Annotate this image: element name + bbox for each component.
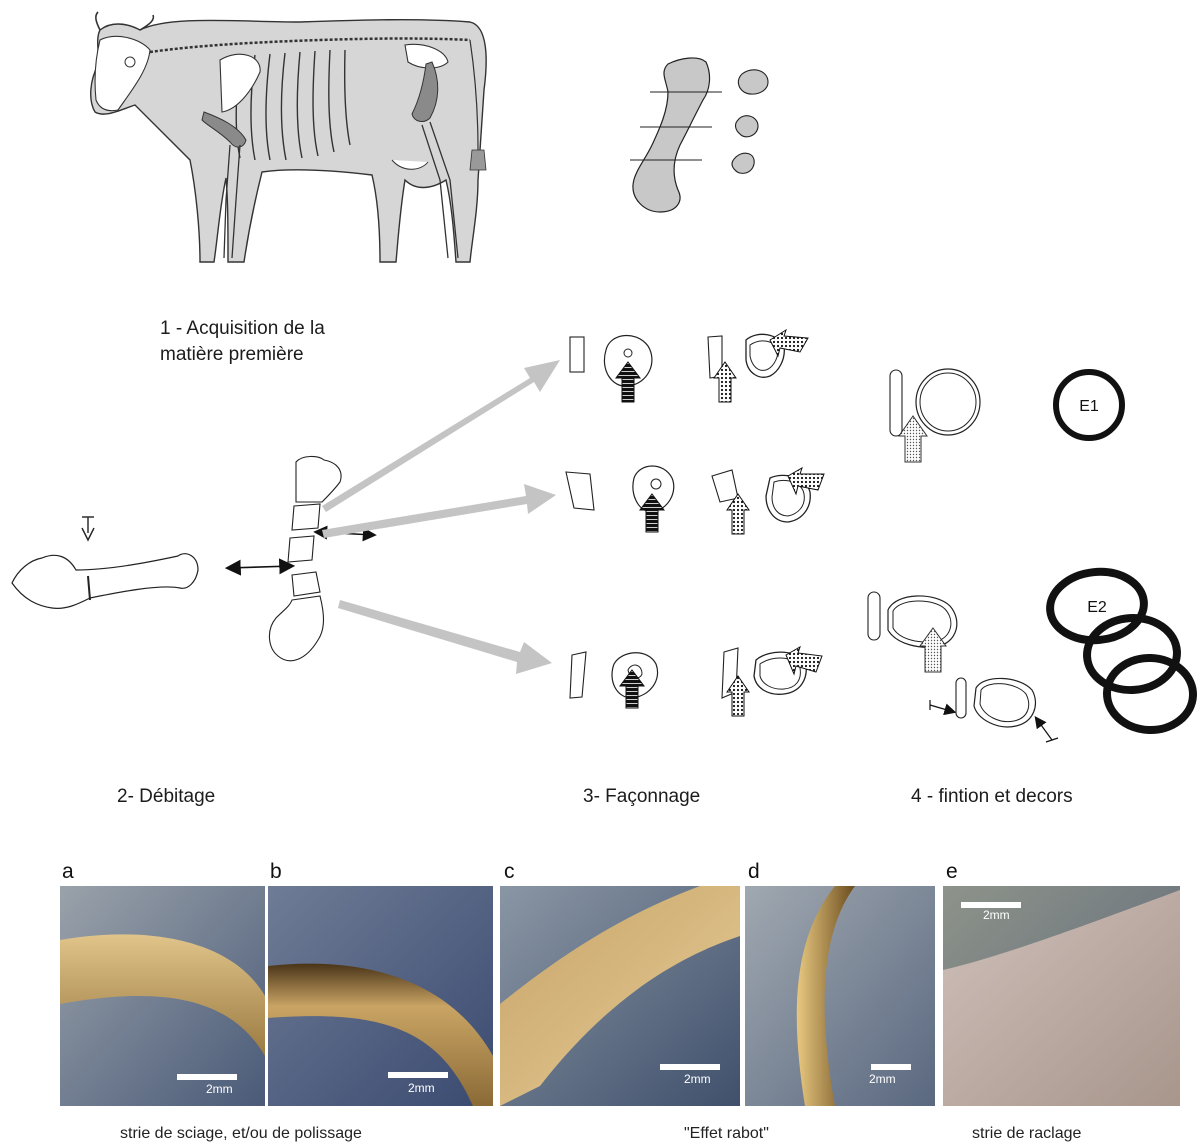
- stage-label-debitage: 2- Débitage: [117, 784, 215, 810]
- scale-label-b: 2mm: [408, 1081, 435, 1095]
- photo-letter-b: b: [270, 860, 282, 884]
- photo-letter-e: e: [946, 860, 958, 884]
- micrograph-b: 2mm: [268, 886, 493, 1106]
- double-arrow: [228, 566, 292, 568]
- photo-letter-a: a: [62, 860, 74, 884]
- segmented-bone-illustration: [269, 456, 341, 660]
- cow-skeleton-illustration: [91, 12, 486, 262]
- micrograph-d: 2mm: [745, 886, 935, 1106]
- caption-rabot: "Effet rabot": [684, 1125, 769, 1143]
- scale-label-e: 2mm: [983, 908, 1010, 922]
- scale-label-d: 2mm: [869, 1072, 896, 1086]
- micrograph-e: 2mm: [943, 886, 1180, 1106]
- stage-label-finition: 4 - fintion et decors: [911, 784, 1073, 810]
- finishing-ring-e1: E1: [890, 369, 1122, 462]
- finishing-ring-e2: E2: [868, 567, 1194, 742]
- humerus-section-illustration: [630, 58, 768, 212]
- scale-label-c: 2mm: [684, 1072, 711, 1086]
- ring-label-e1: E1: [1079, 398, 1099, 415]
- shaping-row-3: [570, 647, 822, 716]
- photo-letter-c: c: [504, 860, 515, 884]
- shaping-row-1: [570, 330, 808, 402]
- micrograph-c: 2mm: [500, 886, 740, 1106]
- ring-label-e2: E2: [1087, 599, 1107, 616]
- whole-bone-illustration: [12, 517, 198, 608]
- photo-letter-d: d: [748, 860, 760, 884]
- stage-label-acquisition: 1 - Acquisition de la matière première: [160, 316, 370, 368]
- gray-process-arrows: [322, 360, 560, 674]
- caption-sciage: strie de sciage, et/ou de polissage: [120, 1125, 362, 1143]
- scale-label-a: 2mm: [206, 1082, 233, 1096]
- micrograph-a: 2mm: [60, 886, 265, 1106]
- shaping-row-2: [566, 466, 824, 534]
- stage-label-faconnage: 3- Façonnage: [583, 784, 700, 810]
- process-diagram: E1 E2: [0, 0, 1197, 860]
- caption-raclage: strie de raclage: [972, 1125, 1081, 1143]
